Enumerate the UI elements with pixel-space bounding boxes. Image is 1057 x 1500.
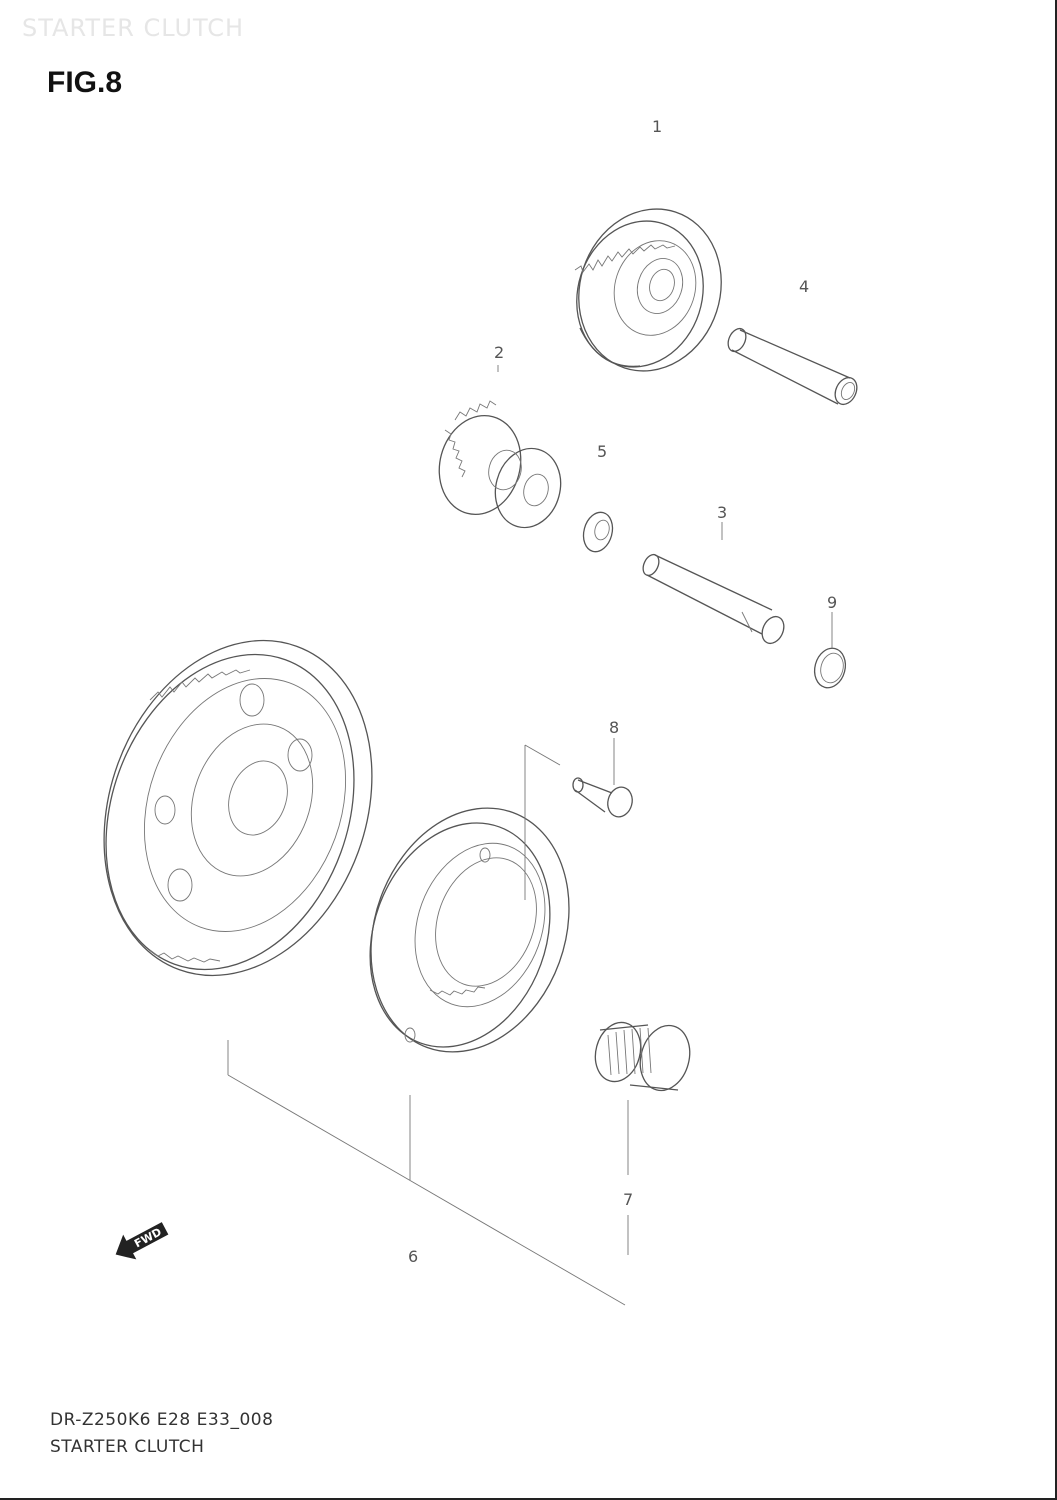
section-title: STARTER CLUTCH bbox=[50, 1437, 205, 1457]
callout-8[interactable]: 8 bbox=[609, 718, 619, 737]
part-2-idle-gear[interactable] bbox=[428, 400, 569, 535]
part-4-shaft[interactable] bbox=[725, 326, 861, 408]
callout-7[interactable]: 7 bbox=[623, 1190, 633, 1209]
callout-5[interactable]: 5 bbox=[597, 442, 607, 461]
part-6-clutch-housing[interactable] bbox=[338, 744, 602, 1080]
callout-3[interactable]: 3 bbox=[717, 503, 727, 522]
part-5-washer[interactable] bbox=[579, 509, 616, 555]
part-7-needle-bearing[interactable] bbox=[589, 1017, 697, 1096]
callout-6[interactable]: 6 bbox=[408, 1247, 418, 1266]
fwd-arrow-icon: FWD bbox=[115, 1222, 169, 1260]
fwd-label: FWD bbox=[132, 1225, 164, 1250]
callout-9[interactable]: 9 bbox=[827, 593, 837, 612]
callout-4[interactable]: 4 bbox=[799, 277, 809, 296]
part-6-starter-driven-gear[interactable] bbox=[59, 603, 417, 1014]
frame-border-right bbox=[1055, 0, 1057, 1500]
leader-lines bbox=[227, 365, 833, 1306]
callout-1[interactable]: 1 bbox=[652, 117, 662, 136]
watermark-title: STARTER CLUTCH bbox=[22, 14, 245, 42]
frame-border-bottom bbox=[0, 1498, 1057, 1500]
callout-2[interactable]: 2 bbox=[494, 343, 504, 362]
part-1-idle-gear[interactable] bbox=[558, 190, 742, 389]
figure-label: FIG.8 bbox=[47, 66, 123, 99]
part-8-bolt[interactable] bbox=[572, 777, 635, 820]
model-code: DR-Z250K6 E28 E33_008 bbox=[50, 1410, 274, 1430]
part-9-circlip[interactable] bbox=[810, 645, 849, 691]
part-3-shaft[interactable] bbox=[640, 552, 788, 647]
